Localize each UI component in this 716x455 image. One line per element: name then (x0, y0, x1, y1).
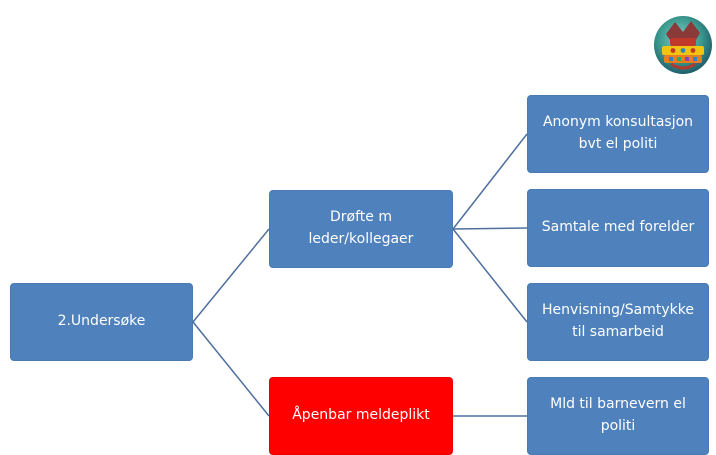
node-drofte[interactable]: Drøfte m leder/kollegaer (269, 190, 453, 268)
colorful-badge-logo-icon (654, 16, 712, 74)
node-apenbar-meldeplikt[interactable]: Åpenbar meldeplikt (269, 377, 453, 455)
node-drofte-label: Drøfte m leder/kollegaer (308, 209, 414, 247)
node-anonym-label: Anonym konsultasjon bvt el politi (542, 114, 694, 152)
connector-root-upper (192, 228, 270, 323)
node-undersoke-label: 2.Undersøke (57, 313, 146, 330)
node-samtale-forelder[interactable]: Samtale med forelder (527, 189, 709, 267)
node-mld-label: Mld til barnevern el politi (550, 396, 686, 434)
connector-upper-leaf1 (452, 133, 528, 230)
node-undersoke[interactable]: 2.Undersøke (10, 283, 193, 361)
node-anonym-konsultasjon[interactable]: Anonym konsultasjon bvt el politi (527, 95, 709, 173)
connector-upper-leaf2 (452, 227, 528, 230)
node-samtale-label: Samtale med forelder (541, 219, 695, 236)
node-mld-barnevern[interactable]: Mld til barnevern el politi (527, 377, 709, 455)
node-henvisning-label: Henvisning/Samtykke til samarbeid (542, 302, 694, 340)
node-henvisning-samtykke[interactable]: Henvisning/Samtykke til samarbeid (527, 283, 709, 361)
node-apenbar-label: Åpenbar meldeplikt (292, 407, 430, 424)
connector-root-lower (192, 321, 270, 417)
connector-upper-leaf3 (452, 228, 528, 323)
